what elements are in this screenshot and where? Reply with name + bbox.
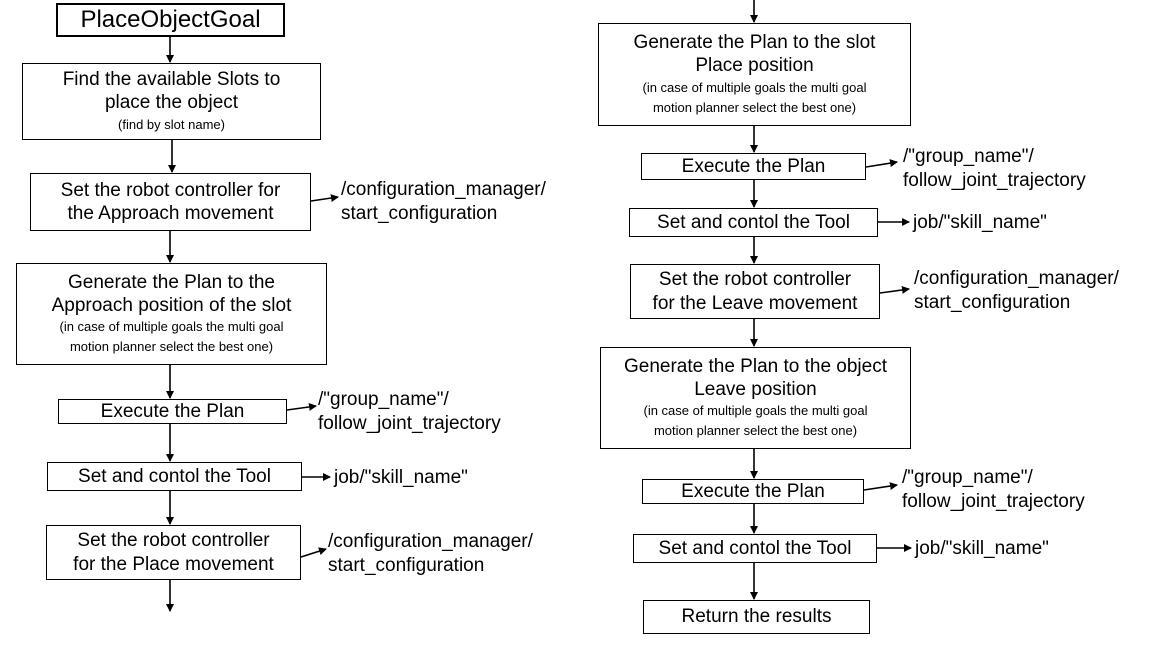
- set-leave-topic: /configuration_manager/ start_configurat…: [914, 267, 1119, 315]
- plan-leave-note1: (in case of multiple goals the multi goa…: [643, 403, 868, 419]
- topic-line1: /"group_name"/: [318, 389, 449, 410]
- set-tool-box: Set and contol the Tool: [47, 462, 302, 491]
- plan-place-box: Generate the Plan to the slot Place posi…: [598, 23, 911, 126]
- plan-leave-note2: motion planner select the best one): [653, 423, 858, 439]
- execute-plan-label: Execute the Plan: [100, 400, 245, 422]
- arrow: [286, 402, 317, 411]
- topic-line1: /configuration_manager/: [914, 268, 1119, 289]
- set-approach-line2: the Approach movement: [67, 203, 274, 224]
- set-tool-topic-3: job/"skill_name": [915, 537, 1049, 561]
- set-tool-topic-2: job/"skill_name": [913, 211, 1047, 235]
- topic-line1: /"group_name"/: [902, 467, 1033, 488]
- start-label: PlaceObjectGoal: [80, 6, 261, 34]
- set-tool-label: Set and contol the Tool: [78, 465, 271, 487]
- find-slots-note: (find by slot name): [118, 116, 225, 132]
- arrow: [879, 285, 910, 294]
- find-slots-line1: Find the available Slots to: [62, 69, 281, 91]
- topic-line1: job/"skill_name": [913, 212, 1047, 233]
- set-approach-topic: /configuration_manager/ start_configurat…: [341, 178, 546, 226]
- plan-leave-line2: Leave position: [694, 378, 817, 400]
- arrow: [865, 159, 898, 168]
- plan-approach-note1: (in case of multiple goals the multi goa…: [59, 319, 284, 335]
- start-box: PlaceObjectGoal: [56, 3, 285, 37]
- plan-place-note1: (in case of multiple goals the multi goa…: [642, 79, 867, 95]
- arrow: [310, 194, 339, 202]
- execute-plan-topic-3: /"group_name"/ follow_joint_trajectory: [902, 466, 1085, 514]
- set-place-controller-box: Set the robot controller for the Place m…: [46, 525, 301, 580]
- topic-line2: follow_joint_trajectory: [902, 490, 1085, 512]
- find-slots-box: Find the available Slots to place the ob…: [22, 63, 321, 140]
- plan-approach-box: Generate the Plan to the Approach positi…: [16, 263, 327, 365]
- plan-place-line1: Generate the Plan to the slot: [633, 32, 876, 54]
- execute-plan-label: Execute the Plan: [681, 480, 825, 502]
- topic-line1: /"group_name"/: [903, 146, 1034, 167]
- topic-line2: start_configuration: [914, 291, 1071, 313]
- set-tool-label: Set and contol the Tool: [658, 537, 852, 559]
- set-place-line1: Set the robot controller: [77, 530, 270, 552]
- return-results-box: Return the results: [643, 600, 870, 634]
- find-slots-line2: place the object: [104, 92, 239, 114]
- arrow: [863, 482, 898, 491]
- execute-plan-label: Execute the Plan: [681, 155, 826, 177]
- plan-place-line2: Place position: [695, 55, 814, 77]
- plan-place-note2: motion planner select the best one): [652, 99, 857, 115]
- plan-approach-line1: Generate the Plan to the: [67, 271, 276, 293]
- execute-plan-topic-2: /"group_name"/ follow_joint_trajectory: [903, 145, 1086, 193]
- set-leave-line2: for the Leave movement: [652, 292, 858, 314]
- execute-plan-topic: /"group_name"/ follow_joint_trajectory: [318, 388, 501, 436]
- plan-approach-line2: Approach position of the slot: [51, 294, 292, 316]
- set-approach-line1: Set the robot controller for: [60, 179, 281, 201]
- set-place-line2: for the Place movement: [73, 553, 274, 575]
- set-tool-topic: job/"skill_name": [334, 466, 468, 490]
- topic-line1: job/"skill_name": [915, 538, 1049, 559]
- set-leave-line1: Set the robot controller: [658, 269, 852, 291]
- set-tool-box-3: Set and contol the Tool: [633, 534, 877, 563]
- set-approach-controller-box: Set the robot controller for the Approac…: [30, 173, 311, 231]
- set-tool-box-2: Set and contol the Tool: [629, 208, 878, 237]
- arrow: [300, 547, 327, 558]
- set-place-topic: /configuration_manager/ start_configurat…: [328, 530, 533, 578]
- plan-leave-line1: Generate the Plan to the object: [623, 355, 887, 377]
- execute-plan-box-2: Execute the Plan: [641, 153, 866, 180]
- topic-line2: follow_joint_trajectory: [318, 412, 501, 434]
- topic-line1: /configuration_manager/: [341, 179, 546, 200]
- return-results-label: Return the results: [681, 606, 832, 628]
- topic-line1: job/"skill_name": [334, 467, 468, 488]
- set-tool-label: Set and contol the Tool: [657, 211, 850, 233]
- topic-line1: /configuration_manager/: [328, 531, 533, 552]
- execute-plan-box: Execute the Plan: [58, 399, 287, 424]
- topic-line2: start_configuration: [328, 554, 485, 576]
- plan-approach-note2: motion planner select the best one): [69, 339, 274, 355]
- plan-leave-box: Generate the Plan to the object Leave po…: [600, 347, 911, 449]
- set-leave-controller-box: Set the robot controller for the Leave m…: [630, 264, 880, 319]
- topic-line2: follow_joint_trajectory: [903, 169, 1086, 191]
- topic-line2: start_configuration: [341, 202, 498, 224]
- execute-plan-box-3: Execute the Plan: [642, 479, 864, 504]
